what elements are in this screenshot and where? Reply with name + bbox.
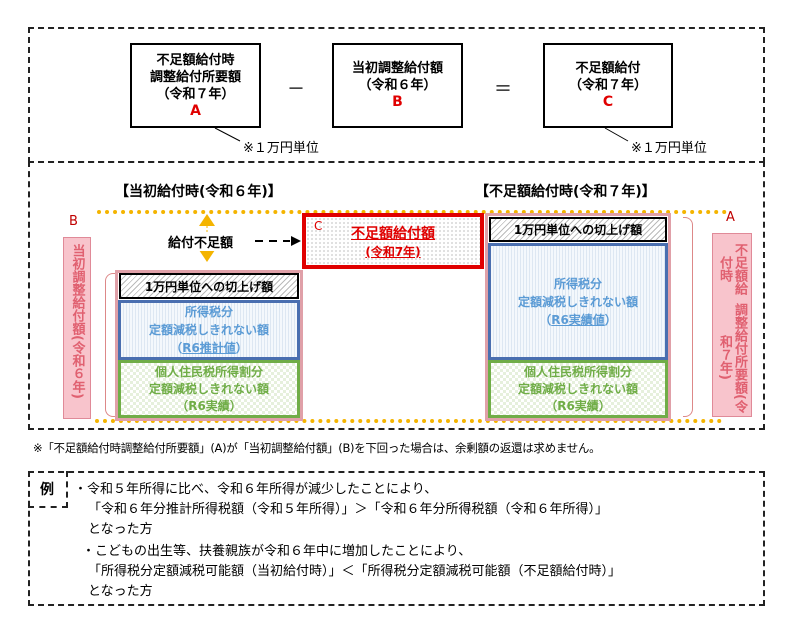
minus-sign: － (287, 79, 305, 100)
text-line: 所得税分 (184, 305, 233, 319)
box-a-line: 不足額給付時 (156, 52, 235, 68)
shortfall-label: 給付不足額 (168, 232, 234, 251)
box-a-line: 調整給付所要額 (149, 69, 241, 85)
top-guide-line (97, 210, 727, 214)
right-income-tax: 所得税分 定額減税しきれない額 （R6実績値） (488, 243, 668, 360)
box-b-line: 当初調整給付額 (351, 61, 443, 76)
left-letter: B (69, 214, 78, 229)
diagram-panel (28, 161, 765, 430)
left-roundup: 1万円単位への切上げ額 (119, 273, 299, 299)
text-line: 個人住民税所得割分 (523, 364, 632, 379)
text-line: （R6実績値） (539, 312, 617, 327)
example-line: となった方 (88, 522, 153, 537)
equals-sign: ＝ (494, 79, 512, 100)
left-income-tax: 所得税分 定額減税しきれない額 （R6推計値） (118, 300, 300, 360)
box-c-line: （令和７年） (568, 78, 647, 93)
left-brace (105, 273, 115, 417)
c-title: 不足額給付額 (351, 226, 435, 242)
text-line: 個人住民税所得割分 (154, 364, 263, 379)
shortfall-arrows (199, 214, 301, 262)
box-b: 当初調整給付額 （令和６年） B (332, 43, 463, 128)
box-c-letter: C (602, 94, 614, 110)
example-panel (28, 471, 765, 606)
left-header: 【当初給付時(令和６年)】 (115, 184, 282, 200)
right-income-tax-sub: R6実績値 (551, 312, 605, 327)
arrow-down-icon (199, 250, 215, 262)
example-line: 「令和６年分推計所得税額（令和５年所得）」＞「令和６年分所得税額（令和６年所得）… (88, 502, 609, 517)
c-letter: C (314, 219, 323, 233)
right-letter: A (726, 210, 735, 225)
c-sub: (令和7年) (365, 245, 421, 259)
right-resident-tax: 個人住民税所得割分 定額減税しきれない額 （R6実績） (488, 360, 668, 418)
text-line: （R6実績） (176, 398, 242, 413)
text-line: 定額減税しきれない額 (517, 294, 638, 309)
text-line: （R6推計値） (170, 341, 248, 355)
arrow-up-icon (199, 214, 215, 226)
example-line: ・こどもの出生等、扶養親族が令和６年中に増加したことにより、 (82, 544, 472, 559)
right-roundup: 1万円単位への切上げ額 (489, 217, 667, 242)
right-label-line: 調整給付所要額(令和７年) (717, 302, 747, 413)
note-pointer-lines (214, 127, 629, 142)
left-stack (115, 270, 303, 421)
left-income-tax-sub: R6推計値 (182, 341, 236, 355)
box-c: 不足額給付 （令和７年） C (543, 43, 673, 128)
box-b-line: （令和６年） (358, 78, 437, 93)
unit-note-left: ※１万円単位 (243, 141, 319, 156)
arrow-right-icon (291, 236, 301, 246)
text-line: 定額減税しきれない額 (517, 381, 638, 396)
example-line: となった方 (88, 584, 153, 599)
example-line: ・令和５年所得に比べ、令和６年所得が減少したことにより、 (74, 482, 438, 497)
right-header: 【不足額給付時(令和７年)】 (475, 184, 656, 200)
right-label: 不足額給付時 調整給付所要額(令和７年) (712, 233, 752, 417)
example-tag: 例 (28, 471, 68, 508)
box-b-letter: B (392, 94, 403, 110)
right-brace (683, 217, 693, 417)
box-c-line: 不足額給付 (575, 61, 641, 76)
box-a-line: （令和７年） (156, 86, 235, 102)
text-line: 定額減税しきれない額 (148, 381, 269, 396)
right-label-line: 不足額給付時 (717, 243, 747, 296)
bottom-guide-line (95, 419, 722, 423)
left-resident-tax: 個人住民税所得割分 定額減税しきれない額 （R6実績） (118, 360, 300, 418)
right-stack (485, 213, 671, 421)
text-line: 所得税分 (553, 276, 602, 291)
footnote: ※「不足額給付時調整給付所要額」(A)が「当初調整給付額」(B)を下回った場合は… (33, 441, 601, 455)
box-a: 不足額給付時 調整給付所要額 （令和７年） A (130, 43, 261, 128)
text-line: （R6実績） (545, 398, 611, 413)
unit-note-right: ※１万円単位 (631, 141, 707, 156)
example-line: 「所得税分定額減税可能額（当初給付時）」＜「所得税分定額減税可能額（不足額給付時… (88, 564, 622, 579)
box-a-letter: A (190, 102, 201, 119)
text-line: 定額減税しきれない額 (148, 323, 269, 337)
c-shortfall-box: C 不足額給付額 (令和7年) (302, 213, 484, 269)
left-label: 当初調整給付額(令和６年) (63, 237, 91, 419)
